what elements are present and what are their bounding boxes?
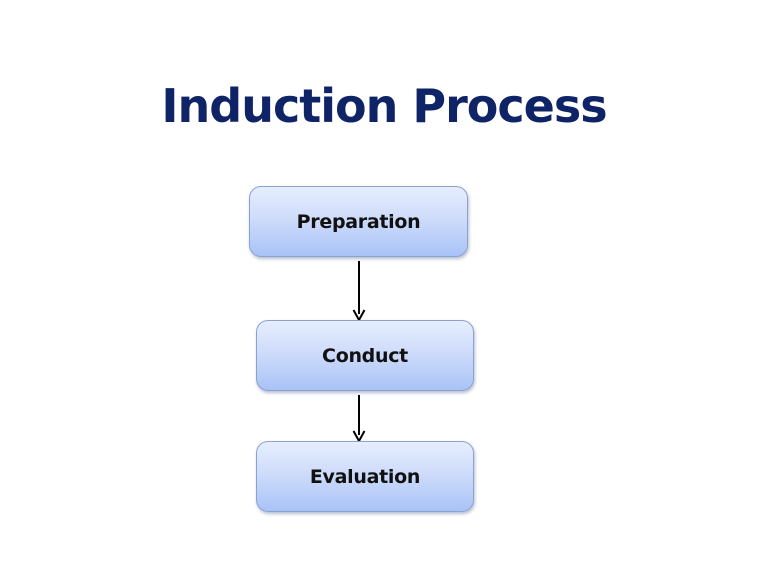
step-box-preparation: Preparation <box>249 186 468 257</box>
arrow-down-icon <box>352 395 366 443</box>
step-label: Preparation <box>296 210 421 233</box>
step-label: Evaluation <box>309 465 421 488</box>
diagram-title: Induction Process <box>161 79 607 133</box>
step-box-evaluation: Evaluation <box>256 441 474 512</box>
arrow-down-icon <box>352 261 366 322</box>
step-box-conduct: Conduct <box>256 320 474 391</box>
step-label: Conduct <box>322 344 408 367</box>
